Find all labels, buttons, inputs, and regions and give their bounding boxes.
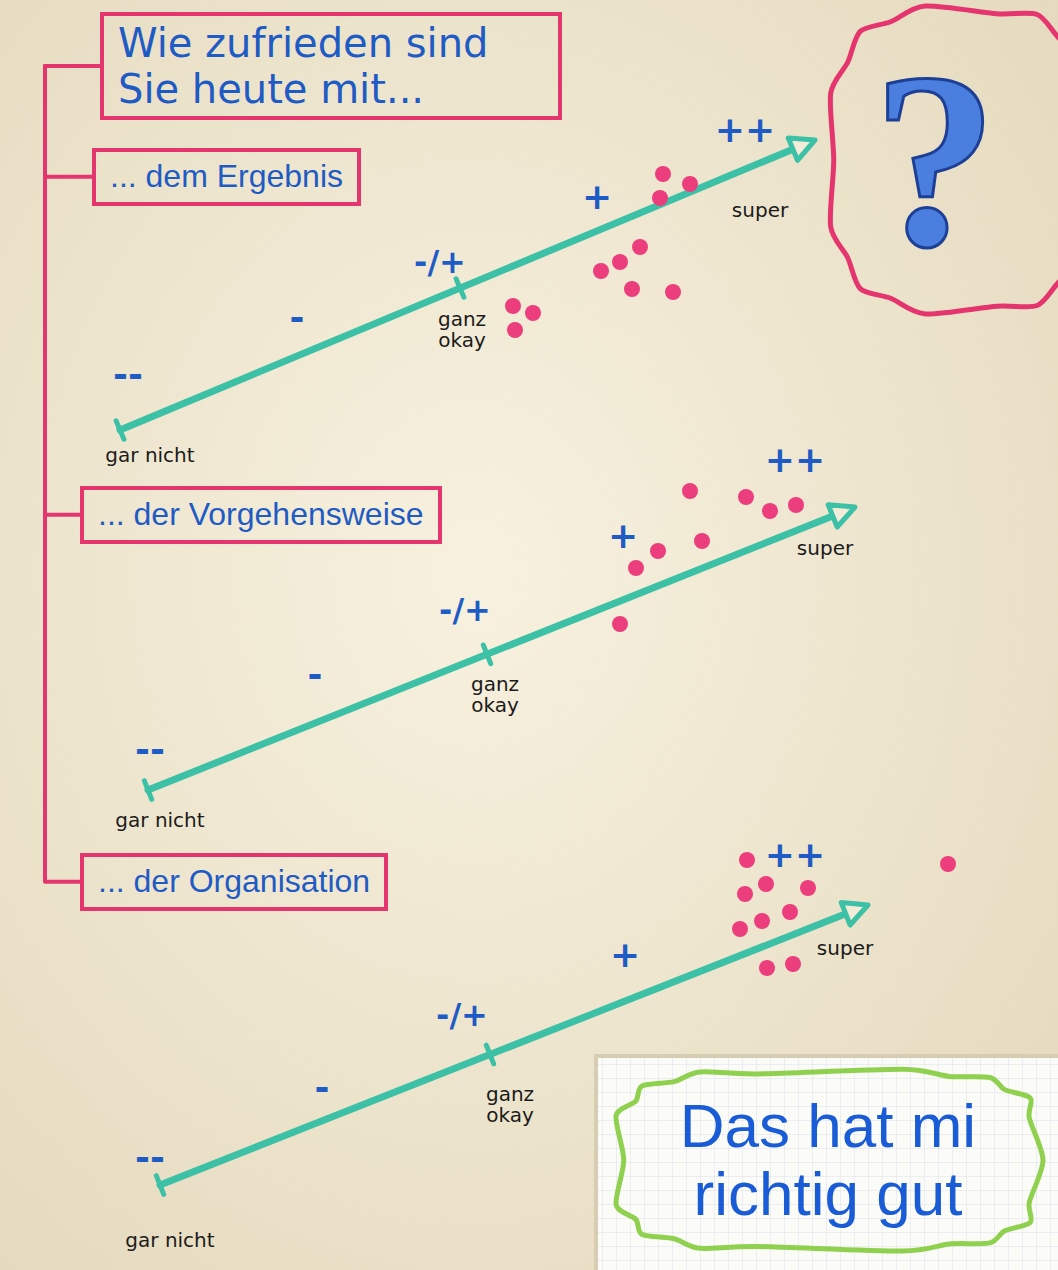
scale-symbol: - xyxy=(315,1070,330,1106)
vote-dot xyxy=(732,921,748,937)
rating-scale xyxy=(116,138,868,1194)
vote-dot xyxy=(682,483,698,499)
node-text: ... der Vorgehensweise xyxy=(98,494,424,536)
scale-caption: ganz okay xyxy=(427,309,497,351)
scale-caption: gar nicht xyxy=(115,809,204,831)
scale-caption: ganz okay xyxy=(475,1084,545,1126)
vote-dot xyxy=(624,281,640,297)
vote-dot xyxy=(593,263,609,279)
vote-dot xyxy=(628,560,644,576)
scale-tick xyxy=(486,1045,493,1064)
scale-caption: ganz okay xyxy=(460,674,530,716)
vote-dot xyxy=(507,322,523,338)
question-cloud xyxy=(830,6,1058,314)
cloud-outline xyxy=(830,6,1058,314)
vote-dot xyxy=(800,880,816,896)
vote-dot xyxy=(762,503,778,519)
vote-dot xyxy=(738,489,754,505)
vote-dot xyxy=(525,305,541,321)
scale-symbol: -/+ xyxy=(436,999,488,1031)
question-mark: ? xyxy=(873,35,998,285)
vote-dots xyxy=(505,166,956,976)
arrow-head xyxy=(788,138,815,160)
heading-box: Wie zufrieden sind Sie heute mit... xyxy=(100,12,562,120)
scale-caption: gar nicht xyxy=(125,1229,214,1251)
scale-tick xyxy=(483,645,490,664)
pasted-card xyxy=(594,1054,1058,1270)
category-box: ... dem Ergebnis xyxy=(92,148,361,206)
vote-dot xyxy=(612,254,628,270)
vote-dot xyxy=(737,886,753,902)
vote-dot xyxy=(759,960,775,976)
vote-dot xyxy=(655,166,671,182)
scale-symbol: -- xyxy=(135,1140,165,1176)
bracket-connector xyxy=(45,66,100,515)
grid-paper xyxy=(598,1058,1058,1270)
vote-dot xyxy=(782,904,798,920)
scale-tick xyxy=(156,1176,163,1195)
scale-symbol: -- xyxy=(113,357,143,393)
scale-symbol: -- xyxy=(135,732,165,768)
card-shadow xyxy=(594,1054,1058,1270)
vote-dot xyxy=(505,298,521,314)
node-text: ... dem Ergebnis xyxy=(110,156,343,198)
vote-dot xyxy=(694,533,710,549)
vote-dot xyxy=(940,856,956,872)
scale-caption: gar nicht xyxy=(105,444,194,466)
cloud-outline xyxy=(616,1069,1043,1251)
vote-dot xyxy=(665,284,681,300)
node-text: Wie zufrieden sind Sie heute mit... xyxy=(118,20,544,112)
scale-tick xyxy=(144,781,151,800)
scale-caption: super xyxy=(817,937,873,959)
scale-symbol: + xyxy=(608,518,638,554)
vote-dot xyxy=(682,176,698,192)
scale-symbol: -/+ xyxy=(439,594,491,626)
category-box: ... der Vorgehensweise xyxy=(80,486,442,544)
category-box: ... der Organisation xyxy=(80,853,388,911)
vote-dot xyxy=(632,239,648,255)
scale-symbol: -/+ xyxy=(414,246,466,278)
vote-dot xyxy=(788,497,804,513)
node-text: ... der Organisation xyxy=(98,861,370,903)
scale-symbol: - xyxy=(308,657,323,693)
vote-dot xyxy=(612,616,628,632)
vote-dot xyxy=(754,913,770,929)
scale-symbol: - xyxy=(290,300,305,336)
scale-symbol: ++ xyxy=(765,442,825,478)
scale-symbol: + xyxy=(610,937,640,973)
scale-tick xyxy=(116,421,124,439)
scale-line xyxy=(148,516,833,790)
speech-cloud: Das hat mi richtig gut xyxy=(608,1064,1048,1256)
vote-dot xyxy=(739,852,755,868)
scale-caption: super xyxy=(797,537,853,559)
scale-tick xyxy=(456,279,464,297)
vote-dot xyxy=(785,956,801,972)
scale-symbol: + xyxy=(582,179,612,215)
vote-dot xyxy=(650,543,666,559)
scale-symbol: ++ xyxy=(715,112,775,148)
node-text: Das hat mi richtig gut xyxy=(648,1092,1008,1228)
vote-dot xyxy=(652,190,668,206)
arrow-head xyxy=(828,505,855,527)
arrow-head xyxy=(841,903,868,925)
scale-symbol: ++ xyxy=(765,837,825,873)
vote-dot xyxy=(758,876,774,892)
scale-caption: super xyxy=(732,199,788,221)
